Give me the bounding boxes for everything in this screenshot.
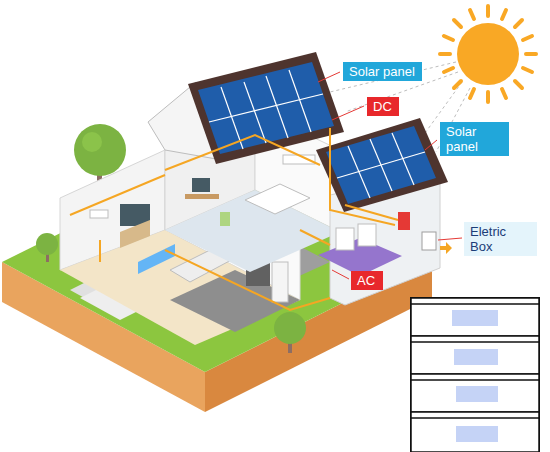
house-wiring <box>165 250 330 310</box>
utility-room <box>326 126 436 204</box>
sun <box>444 36 453 40</box>
battery-stack <box>456 386 498 402</box>
main-roof <box>244 82 266 143</box>
house-wiring <box>99 240 101 262</box>
callout-tag: Solar panel <box>343 62 422 81</box>
callout-tag: DC <box>367 97 399 116</box>
sun <box>523 68 532 72</box>
house-wiring <box>165 135 320 170</box>
leader-line <box>332 106 364 120</box>
tree <box>274 312 306 344</box>
main-roof <box>221 87 243 149</box>
utility-room <box>316 118 448 212</box>
utility-room <box>316 118 452 305</box>
battery-stack <box>411 298 539 452</box>
house-wiring <box>70 175 165 215</box>
battery-stack <box>411 379 539 381</box>
tree <box>74 124 126 176</box>
sun <box>486 92 490 102</box>
battery-stack <box>411 336 539 374</box>
callout-tag: Solar panel <box>440 122 509 156</box>
sun <box>440 6 536 102</box>
utility-room <box>422 232 436 250</box>
utility-room <box>336 228 354 250</box>
sun <box>515 81 522 88</box>
sun <box>502 89 506 98</box>
callout-tag: Eletric Box <box>464 222 537 256</box>
living-room <box>120 220 150 248</box>
label-text: Solar panel <box>446 124 502 154</box>
utility-room <box>358 224 376 246</box>
battery-stack <box>452 310 498 442</box>
utility-room <box>348 146 370 198</box>
living-room <box>90 210 108 218</box>
sun <box>470 10 474 19</box>
living-room <box>138 244 175 274</box>
tree <box>36 233 58 255</box>
bedroom <box>220 212 230 226</box>
main-roof <box>188 52 344 164</box>
battery-stack <box>411 298 539 336</box>
main-roof <box>289 70 311 132</box>
sun <box>440 52 450 56</box>
leader-line <box>318 72 462 279</box>
house-wiring <box>345 205 398 220</box>
callout-tag: AC <box>351 271 383 290</box>
sun <box>526 52 536 56</box>
label-text: Eletric Box <box>470 224 530 254</box>
battery-stack <box>411 298 539 452</box>
battery-stack <box>452 310 498 326</box>
sun <box>440 6 536 102</box>
utility-room <box>440 242 452 254</box>
bedroom <box>185 194 219 199</box>
house-wiring <box>70 128 398 310</box>
bedroom <box>192 178 210 192</box>
sun <box>454 20 461 27</box>
battery-stack <box>454 349 498 365</box>
utility-room <box>370 139 392 191</box>
sun <box>486 6 490 16</box>
battery-stack <box>411 341 539 343</box>
sun <box>470 89 474 98</box>
utility-room <box>392 133 414 185</box>
sun <box>454 81 461 88</box>
living-room <box>272 262 288 302</box>
battery-stack <box>411 298 539 452</box>
battery-stack <box>411 303 539 305</box>
battery-stack <box>411 412 539 452</box>
label-text: Solar panel <box>349 64 416 79</box>
leader-line <box>332 270 349 279</box>
label-text: AC <box>357 273 377 288</box>
utility-room <box>337 133 425 198</box>
utility-room <box>398 212 410 230</box>
leader-line <box>425 140 437 150</box>
battery-stack <box>411 374 539 412</box>
battery-stack <box>456 426 498 442</box>
leader-line <box>318 72 340 82</box>
main-roof <box>266 76 288 138</box>
sun <box>515 20 522 27</box>
tree <box>82 132 102 152</box>
house-wiring <box>300 230 330 245</box>
sun <box>444 68 453 72</box>
label-text: DC <box>373 99 393 114</box>
sun <box>523 36 532 40</box>
bedroom <box>245 184 310 214</box>
leader-line <box>438 238 462 240</box>
main-roof <box>209 70 323 149</box>
main-roof <box>148 52 344 164</box>
sun <box>502 10 506 19</box>
sun <box>457 23 519 85</box>
sun-rays <box>330 62 456 92</box>
battery-stack <box>411 417 539 419</box>
